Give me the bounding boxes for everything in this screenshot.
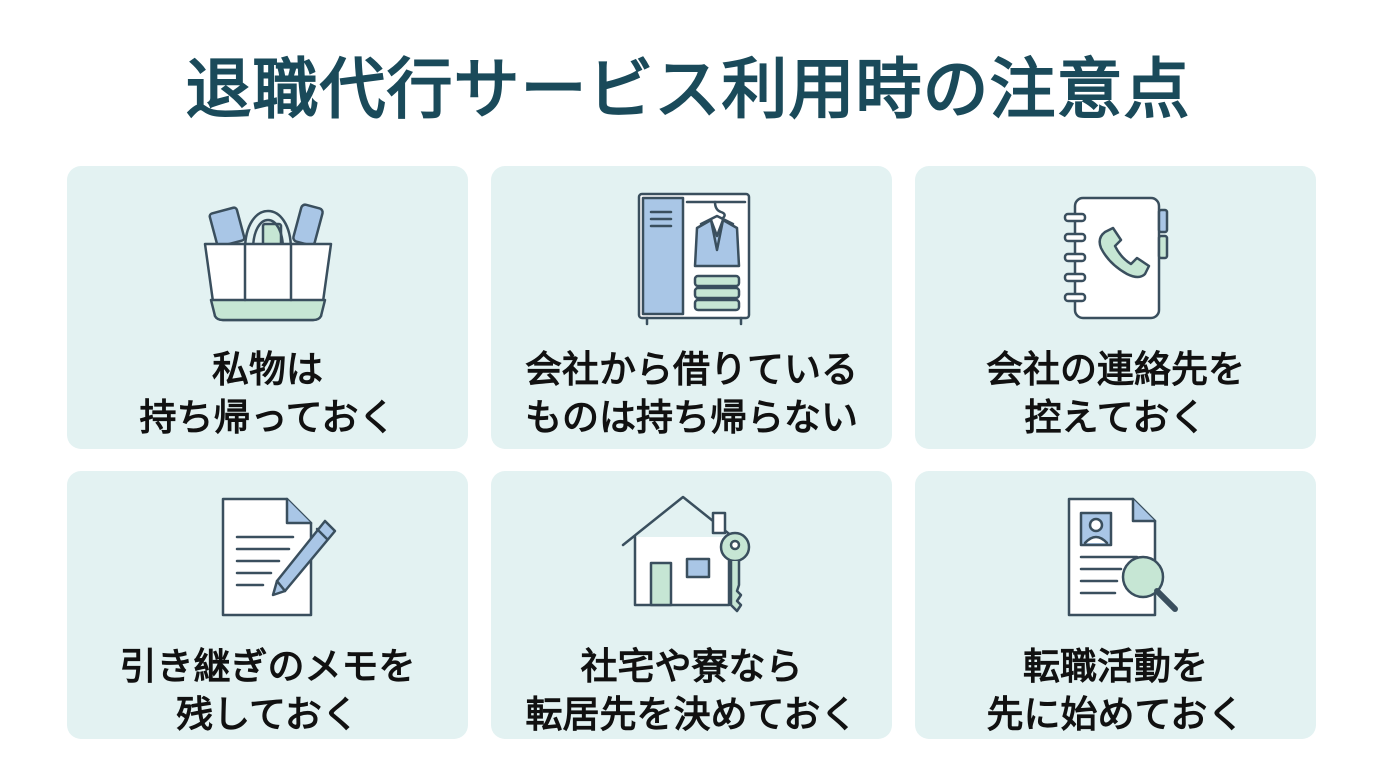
tips-grid: 私物は 持ち帰っておく xyxy=(67,166,1317,739)
tip-label: 転職活動を 先に始めておく xyxy=(986,645,1245,736)
wardrobe-icon xyxy=(617,188,767,328)
resume-search-icon xyxy=(1041,493,1191,623)
tip-card-handover-memo: 引き継ぎのメモを 残しておく xyxy=(67,471,468,739)
tip-label: 引き継ぎのメモを 残しておく xyxy=(119,645,416,736)
tip-label: 会社の連絡先を 控えておく xyxy=(986,348,1245,439)
tip-card-job-hunting: 転職活動を 先に始めておく xyxy=(915,471,1316,739)
shopping-bag-icon xyxy=(193,188,343,328)
tip-card-contacts: 会社の連絡先を 控えておく xyxy=(915,166,1316,449)
tip-card-personal-items: 私物は 持ち帰っておく xyxy=(67,166,468,449)
tip-label: 会社から借りている ものは持ち帰らない xyxy=(525,348,858,439)
page-title: 退職代行サービス利用時の注意点 xyxy=(185,51,1191,128)
tip-card-relocation: 社宅や寮なら 転居先を決めておく xyxy=(491,471,892,739)
tip-label: 私物は 持ち帰っておく xyxy=(139,348,396,439)
house-key-icon xyxy=(617,493,767,623)
address-book-icon xyxy=(1041,188,1191,328)
tip-card-borrowed-items: 会社から借りている ものは持ち帰らない xyxy=(491,166,892,449)
memo-pen-icon xyxy=(193,493,343,623)
tip-label: 社宅や寮なら 転居先を決めておく xyxy=(525,645,858,736)
